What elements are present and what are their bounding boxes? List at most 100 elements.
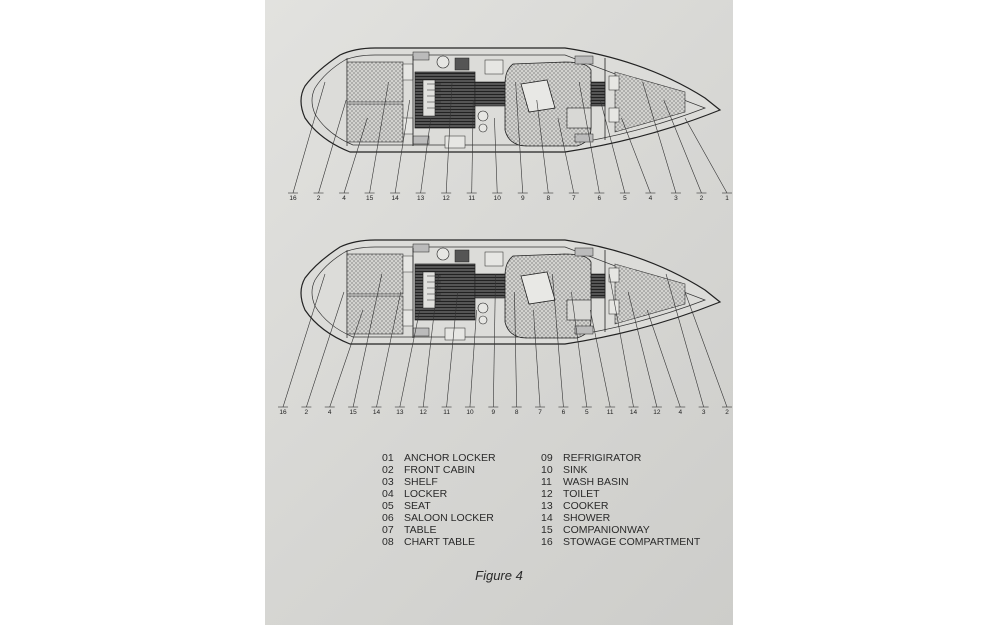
callout-number: 2 — [317, 195, 321, 202]
callout-number: 8 — [515, 409, 519, 416]
legend-item: 11 WASH BASIN — [541, 476, 700, 488]
legend-item-label: FRONT CABIN — [404, 464, 475, 476]
callout-leader-line — [663, 99, 702, 194]
legend-item-number: 06 — [382, 512, 394, 524]
legend-item-label: TOILET — [563, 488, 600, 500]
callout-leader-line — [589, 309, 611, 408]
callout-number: 2 — [305, 409, 309, 416]
legend-item-number: 13 — [541, 500, 553, 512]
legend-item: 14 SHOWER — [541, 512, 700, 524]
legend-item-number: 07 — [382, 524, 394, 536]
callout-number: 11 — [607, 409, 614, 416]
callout-number: 10 — [494, 195, 502, 202]
callout-leader-line — [352, 273, 383, 408]
callout-leader-line — [684, 117, 728, 194]
callout-leader-line — [445, 81, 453, 194]
callout-leader-line — [446, 291, 458, 408]
legend-item-number: 11 — [541, 476, 552, 488]
callout-leader-line — [578, 81, 600, 194]
legend-item-number: 08 — [382, 536, 394, 548]
callout-number: 6 — [562, 409, 566, 416]
legend-item-number: 15 — [541, 524, 553, 536]
callout-leader-line — [369, 81, 389, 194]
callout-leader-line — [571, 291, 588, 408]
callout-leader-line — [376, 291, 402, 408]
callout-leader-line — [557, 117, 575, 194]
legend-item-number: 14 — [541, 512, 553, 524]
callout-number: 7 — [538, 409, 542, 416]
legend-item-label: SHOWER — [563, 512, 611, 524]
legend-item-label: STOWAGE COMPARTMENT — [563, 536, 701, 548]
callout-leader-line — [621, 117, 651, 194]
legend-item: 08 CHART TABLE — [382, 536, 496, 548]
callout-number: 2 — [725, 409, 729, 416]
callout-leader-line — [665, 273, 704, 408]
callout-number: 15 — [349, 409, 357, 416]
callout-number: 12 — [653, 409, 661, 416]
legend-item-number: 04 — [382, 488, 394, 500]
callout-number: 14 — [373, 409, 381, 416]
legend-item: 16 STOWAGE COMPARTMENT — [541, 536, 700, 548]
legend-item-label: CHART TABLE — [404, 536, 475, 548]
callout-leader-line — [292, 81, 326, 194]
callout-number: 10 — [466, 409, 474, 416]
callout-leader-line — [493, 273, 496, 408]
legend-item-number: 12 — [541, 488, 553, 500]
callout-leader-line — [420, 117, 432, 194]
callout-number: 16 — [289, 195, 297, 202]
callout-number: 15 — [366, 195, 374, 202]
callout-number: 1 — [725, 195, 729, 202]
legend-item-label: TABLE — [404, 524, 437, 536]
callout-leader-line — [515, 81, 524, 194]
callout-number: 3 — [702, 409, 706, 416]
callout-number: 12 — [443, 195, 451, 202]
legend-item: 07 TABLE — [382, 524, 496, 536]
callout-leader-line — [533, 309, 541, 408]
legend-item-label: WASH BASIN — [563, 476, 629, 488]
legend-item-label: SINK — [563, 464, 588, 476]
legend-item-number: 01 — [382, 452, 394, 464]
legend-item: 15 COMPANIONWAY — [541, 524, 700, 536]
legend-item-number: 02 — [382, 464, 394, 476]
callout-leader-line — [552, 273, 564, 408]
legend-item-label: LOCKER — [404, 488, 448, 500]
callout-number: 4 — [342, 195, 346, 202]
callout-number: 11 — [443, 409, 450, 416]
callout-number: 2 — [700, 195, 704, 202]
callout-number: 6 — [598, 195, 602, 202]
callout-number: 3 — [674, 195, 678, 202]
callout-number: 11 — [468, 195, 475, 202]
legend-item: 04 LOCKER — [382, 488, 496, 500]
callout-leader-line — [318, 99, 347, 194]
callout-leader-line — [684, 291, 728, 408]
callout-leader-line — [306, 291, 345, 408]
callout-number: 14 — [392, 195, 400, 202]
callout-leader-line — [494, 117, 498, 194]
callout-number: 13 — [417, 195, 425, 202]
callout-number: 8 — [546, 195, 550, 202]
callout-leader-line — [536, 99, 549, 194]
callout-number: 5 — [623, 195, 627, 202]
callout-leader-line — [600, 99, 626, 194]
legend-item-number: 09 — [541, 452, 553, 464]
callout-leader-line — [422, 273, 439, 408]
callout-number: 5 — [585, 409, 589, 416]
legend-item-label: COMPANIONWAY — [563, 524, 650, 536]
callout-leader-line — [399, 309, 421, 408]
callout-leader-line — [642, 81, 677, 194]
figure-caption: Figure 4 — [475, 568, 523, 583]
legend-item-number: 03 — [382, 476, 394, 488]
callout-number: 7 — [572, 195, 576, 202]
callout-number: 16 — [279, 409, 287, 416]
legend-item-number: 16 — [541, 536, 553, 548]
